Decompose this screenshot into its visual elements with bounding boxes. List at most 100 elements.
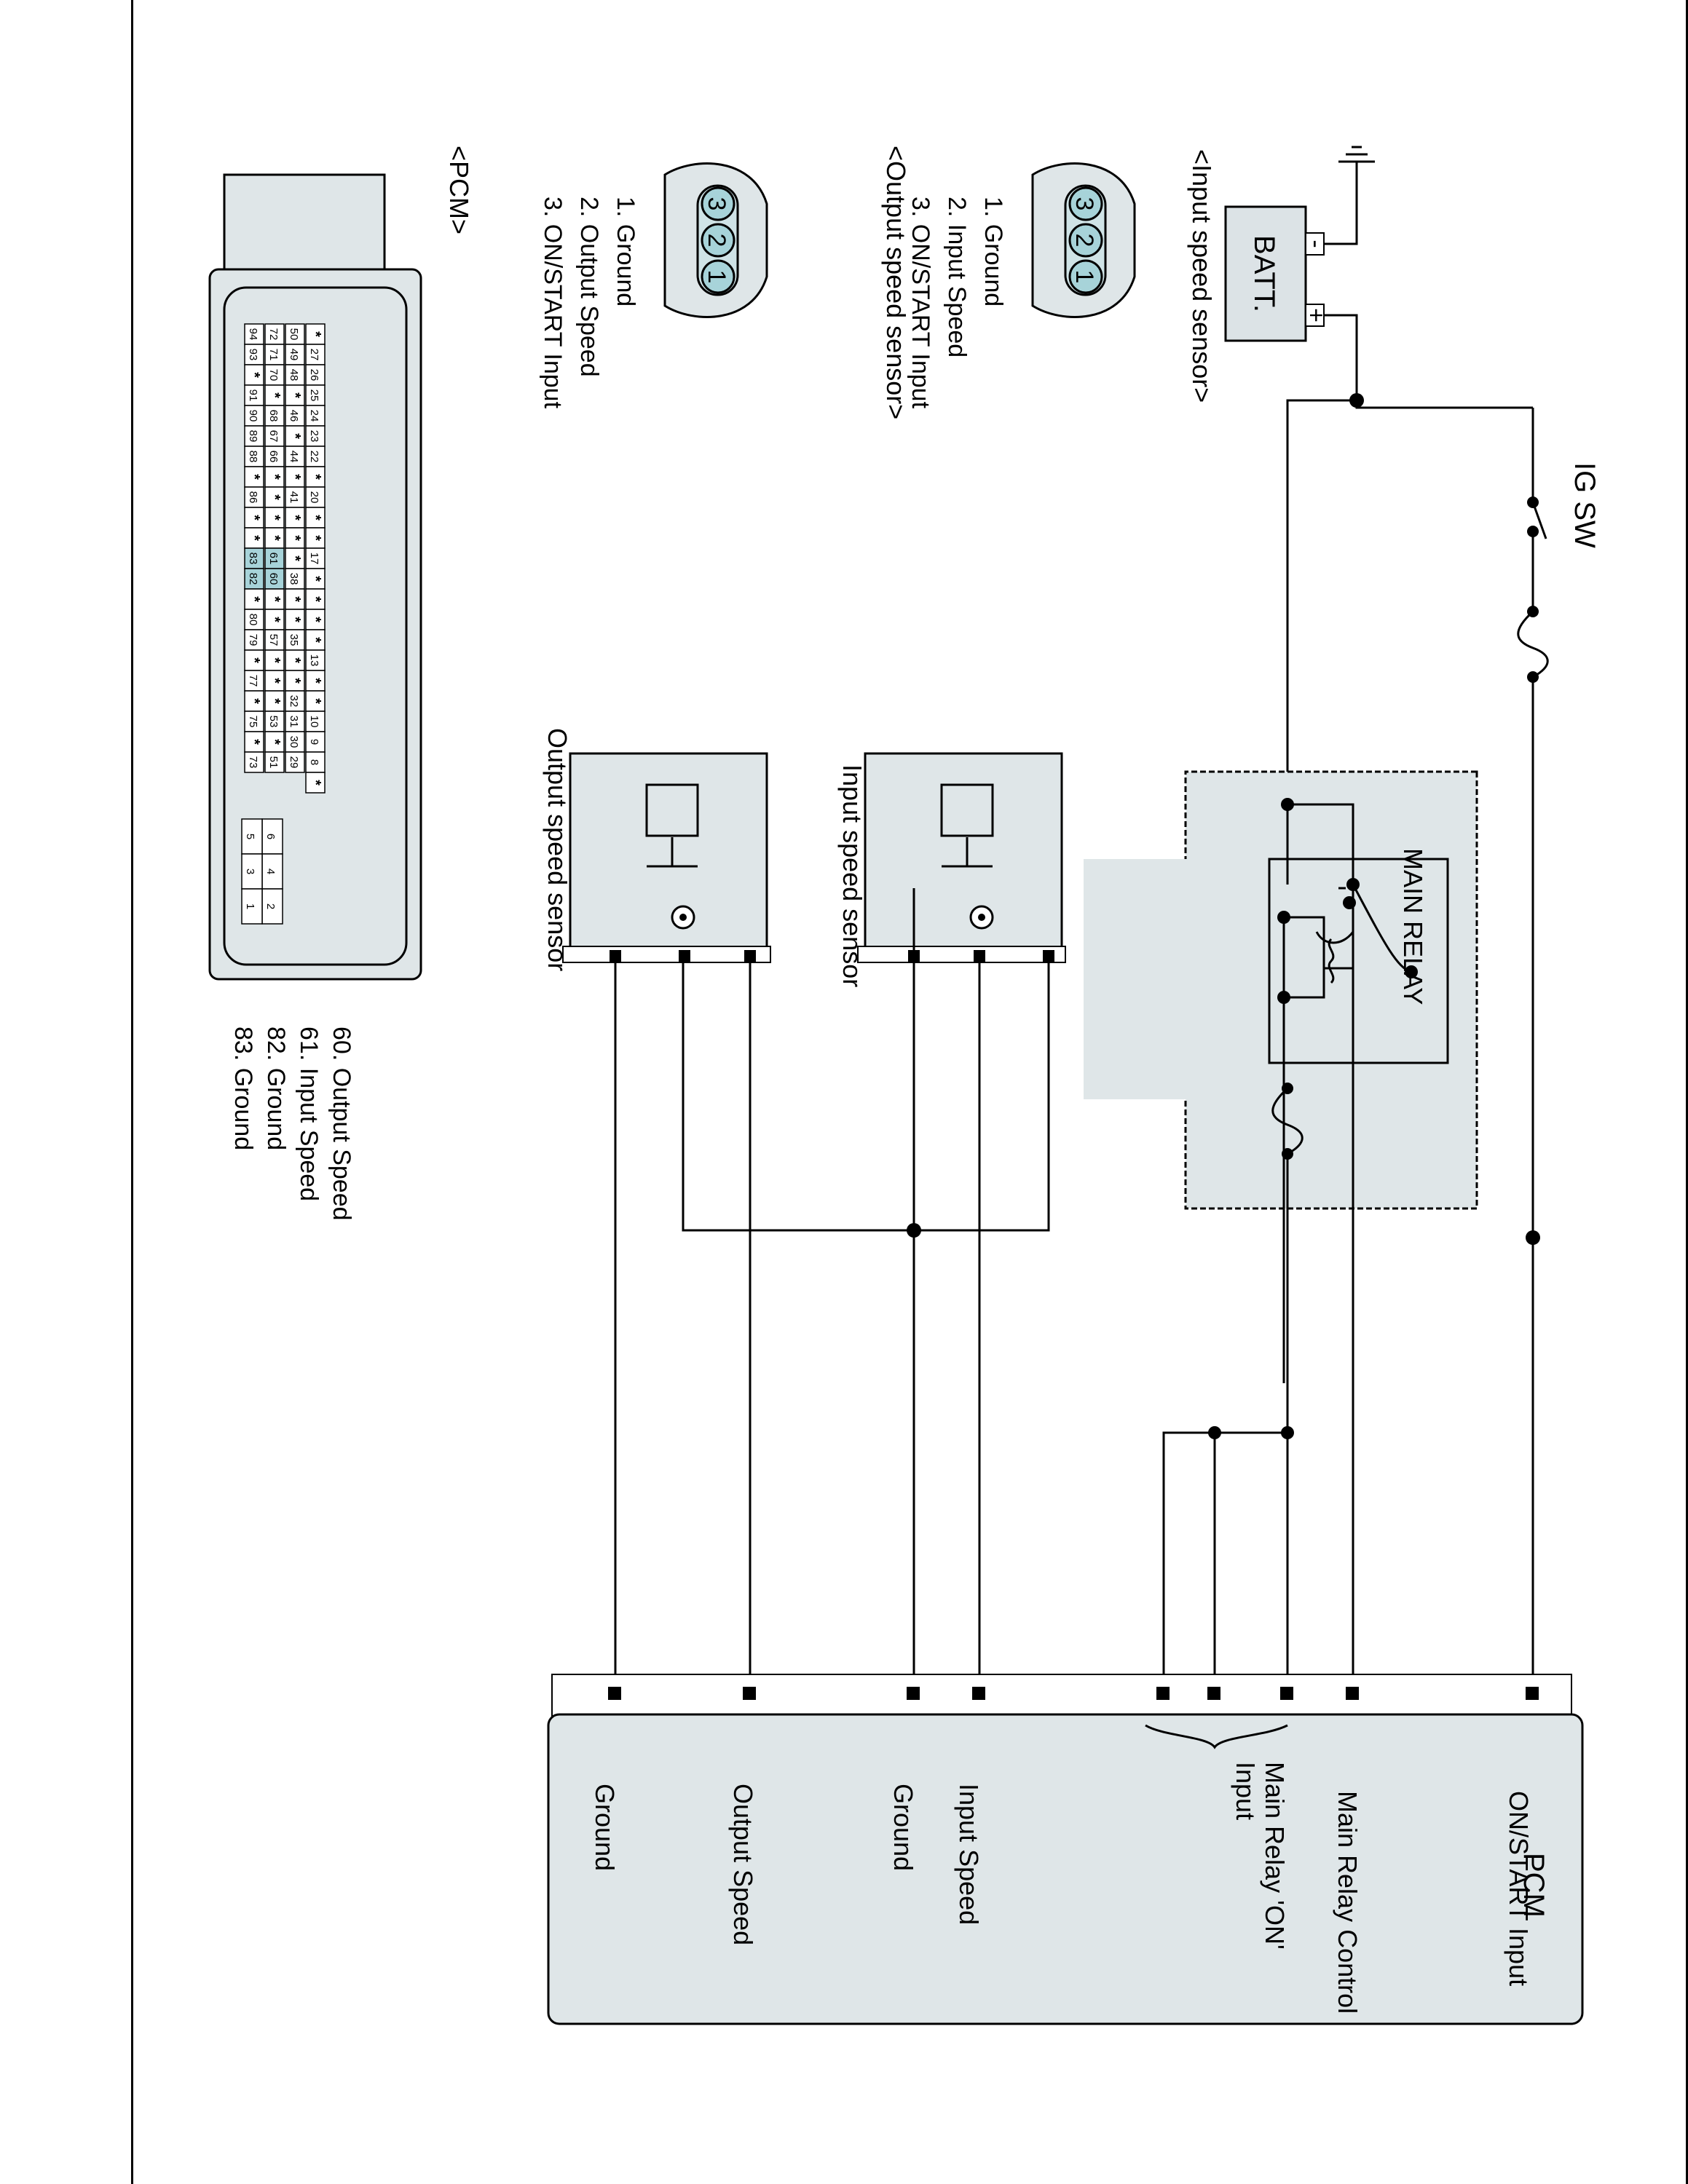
pcm-pin-label: 32 — [288, 695, 300, 708]
input-sensor-wires — [887, 888, 1054, 1693]
svg-text:PCM: PCM — [1518, 1853, 1550, 1918]
svg-text:Input speed sensor: Input speed sensor — [837, 764, 867, 987]
pcm-pin-label: 27 — [308, 349, 320, 361]
pcm-pin-label: 9 — [308, 739, 320, 745]
pcm-pin-label: * — [246, 596, 262, 602]
pcm-pin-label: 30 — [288, 736, 300, 748]
pcm-pin-label: 22 — [308, 451, 320, 463]
pcm-pin-label: 26 — [308, 369, 320, 381]
ig-switch[interactable]: IG SW — [1527, 408, 1601, 548]
pcm-pin-label: 90 — [247, 410, 259, 422]
pcm-pin-label: 60 — [267, 573, 280, 585]
pcm-pin-label: * — [267, 515, 283, 521]
pcm-pin-label: * — [287, 596, 303, 602]
pcm-pin-label: * — [307, 678, 323, 684]
pcm-pin-label: * — [307, 596, 323, 602]
svg-text:Ground: Ground — [888, 1784, 918, 1871]
pcm-pin-label: * — [246, 372, 262, 378]
page-frame — [131, 0, 1688, 2184]
pcm-small-pin-label: 4 — [264, 869, 277, 874]
pcm-pin-label: 72 — [267, 328, 280, 341]
svg-text:IG SW: IG SW — [1569, 462, 1601, 548]
pcm-pin-label: * — [287, 515, 303, 521]
svg-text:3. ON/START Input: 3. ON/START Input — [539, 197, 567, 409]
pcm-pin-label: 8 — [308, 759, 320, 765]
svg-text:3: 3 — [1070, 197, 1098, 211]
pcm-pin-label: 66 — [267, 451, 280, 463]
pcm-pin-cell — [244, 751, 264, 773]
pcm-pin-label: * — [307, 617, 323, 622]
pcm-pin-label: 88 — [247, 451, 259, 463]
pcm-pin-label: 68 — [267, 410, 280, 422]
pcm-box: PCM ON/START Input Main Relay Control Ma… — [547, 1674, 1584, 2025]
pcm-pin-label: 24 — [308, 410, 320, 422]
pcm-pin-label: 10 — [308, 716, 320, 728]
svg-text:3: 3 — [703, 197, 730, 211]
svg-text:83. Ground: 83. Ground — [229, 1026, 257, 1150]
pcm-pin-label: * — [307, 515, 323, 521]
pcm-pin-label: * — [246, 657, 262, 663]
pcm-pin-label: * — [287, 392, 303, 398]
pcm-connector: <PCM> 9493*91908988*86**8382*8079*77*75*… — [208, 146, 474, 1221]
pcm-small-pin-label: 5 — [244, 834, 256, 839]
pcm-pin-label: 50 — [288, 328, 300, 341]
pcm-pin-label: * — [267, 494, 283, 500]
output-speed-sensor: Output speed sensor — [543, 728, 771, 971]
svg-text:Input: Input — [1231, 1762, 1261, 1820]
pcm-pin-label: 41 — [288, 491, 300, 504]
pcm-small-pin-label: 6 — [264, 834, 277, 839]
pcm-pin-label: * — [267, 535, 283, 541]
svg-text:82. Ground: 82. Ground — [262, 1026, 290, 1150]
pcm-pin-label: * — [246, 474, 262, 480]
pcm-pin-label: * — [267, 617, 283, 622]
pcm-pin-label: * — [307, 474, 323, 480]
ground-symbol — [1324, 146, 1375, 245]
relay-box: MAIN RELAY — [1084, 770, 1478, 1210]
svg-text:BATT.: BATT. — [1248, 235, 1280, 312]
pcm-pin-label: * — [287, 433, 303, 439]
pcm-pin-grid: 9493*91908988*86**8382*8079*77*75*737271… — [241, 323, 326, 925]
svg-text:MAIN RELAY: MAIN RELAY — [1398, 848, 1428, 1005]
pcm-pin-label: * — [267, 678, 283, 684]
pcm-pin-label: 79 — [247, 634, 259, 646]
pcm-small-pin-label: 3 — [244, 869, 256, 874]
pcm-pin-label: * — [287, 474, 303, 480]
svg-text:Output speed sensor: Output speed sensor — [543, 728, 572, 971]
svg-text:2: 2 — [1070, 234, 1098, 248]
pcm-pin-label: 80 — [247, 614, 259, 626]
pcm-pin-label: * — [246, 698, 262, 704]
svg-text:2. Input Speed: 2. Input Speed — [943, 197, 971, 357]
pcm-pin-label: 44 — [288, 451, 300, 463]
pcm-pin-label: 20 — [308, 491, 320, 504]
pcm-pin-label: 82 — [247, 573, 259, 585]
pcm-pin-label: * — [307, 331, 323, 337]
svg-text:1: 1 — [703, 270, 730, 284]
pcm-pin-label: 94 — [247, 328, 259, 341]
pcm-pin-label: * — [287, 617, 303, 622]
pcm-pin-label: 86 — [247, 491, 259, 504]
svg-text:1: 1 — [1070, 270, 1098, 284]
pcm-pin-label: 46 — [288, 410, 300, 422]
pcm-pin-cell — [264, 751, 285, 773]
pcm-pin-label: * — [246, 739, 262, 745]
svg-text:<PCM>: <PCM> — [444, 146, 474, 234]
pcm-pin-label: * — [267, 596, 283, 602]
pcm-pin-label: 73 — [247, 756, 259, 769]
pcm-pin-label: 38 — [288, 573, 300, 585]
svg-text:-: - — [1302, 240, 1330, 248]
pcm-pin-label: 91 — [247, 389, 259, 402]
svg-text:<Output speed sensor>: <Output speed sensor> — [881, 146, 911, 419]
pcm-pin-label: 57 — [267, 634, 280, 646]
pcm-small-pin-cell — [241, 888, 263, 925]
pcm-small-pin-label: 2 — [264, 903, 277, 909]
svg-text:Input Speed: Input Speed — [954, 1784, 984, 1925]
svg-text:Main Relay Control: Main Relay Control — [1333, 1791, 1362, 2014]
pcm-pin-label: 89 — [247, 430, 259, 443]
output-sensor-wires — [610, 950, 914, 1693]
pcm-pin-label: 25 — [308, 389, 320, 402]
pcm-pin-label: * — [267, 474, 283, 480]
pcm-pin-label: * — [307, 535, 323, 541]
